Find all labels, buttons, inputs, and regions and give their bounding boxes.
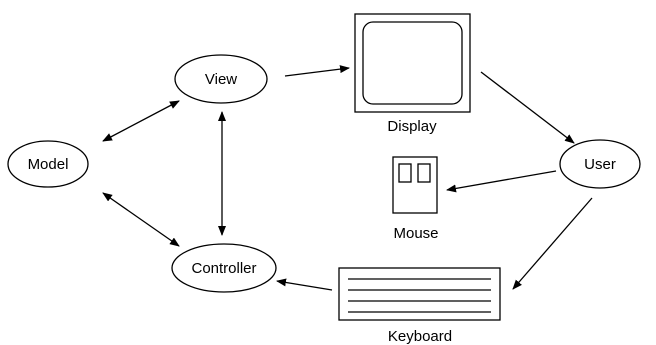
- arrow-view-display: [284, 65, 350, 77]
- view-node: View: [174, 54, 268, 104]
- arrow-model-view: [102, 100, 180, 142]
- keyboard-device: Keyboard: [338, 267, 501, 345]
- mouse-device: Mouse: [392, 156, 439, 242]
- controller-node: Controller: [171, 243, 277, 293]
- arrow-user-mouse: [446, 170, 557, 193]
- mouse-label: Mouse: [393, 225, 438, 242]
- display-device: Display: [354, 13, 471, 135]
- arrow-display-user: [480, 71, 575, 144]
- arrow-keyboard-controller: [276, 278, 333, 291]
- arrow-model-controller: [102, 192, 180, 247]
- keyboard-label: Keyboard: [388, 328, 452, 345]
- display-label: Display: [387, 118, 437, 135]
- model-node: Model: [7, 140, 89, 188]
- arrow-user-keyboard: [512, 197, 593, 290]
- controller-label: Controller: [191, 260, 256, 277]
- user-node: User: [559, 139, 641, 189]
- model-label: Model: [28, 156, 69, 173]
- user-label: User: [584, 156, 616, 173]
- view-label: View: [205, 71, 237, 88]
